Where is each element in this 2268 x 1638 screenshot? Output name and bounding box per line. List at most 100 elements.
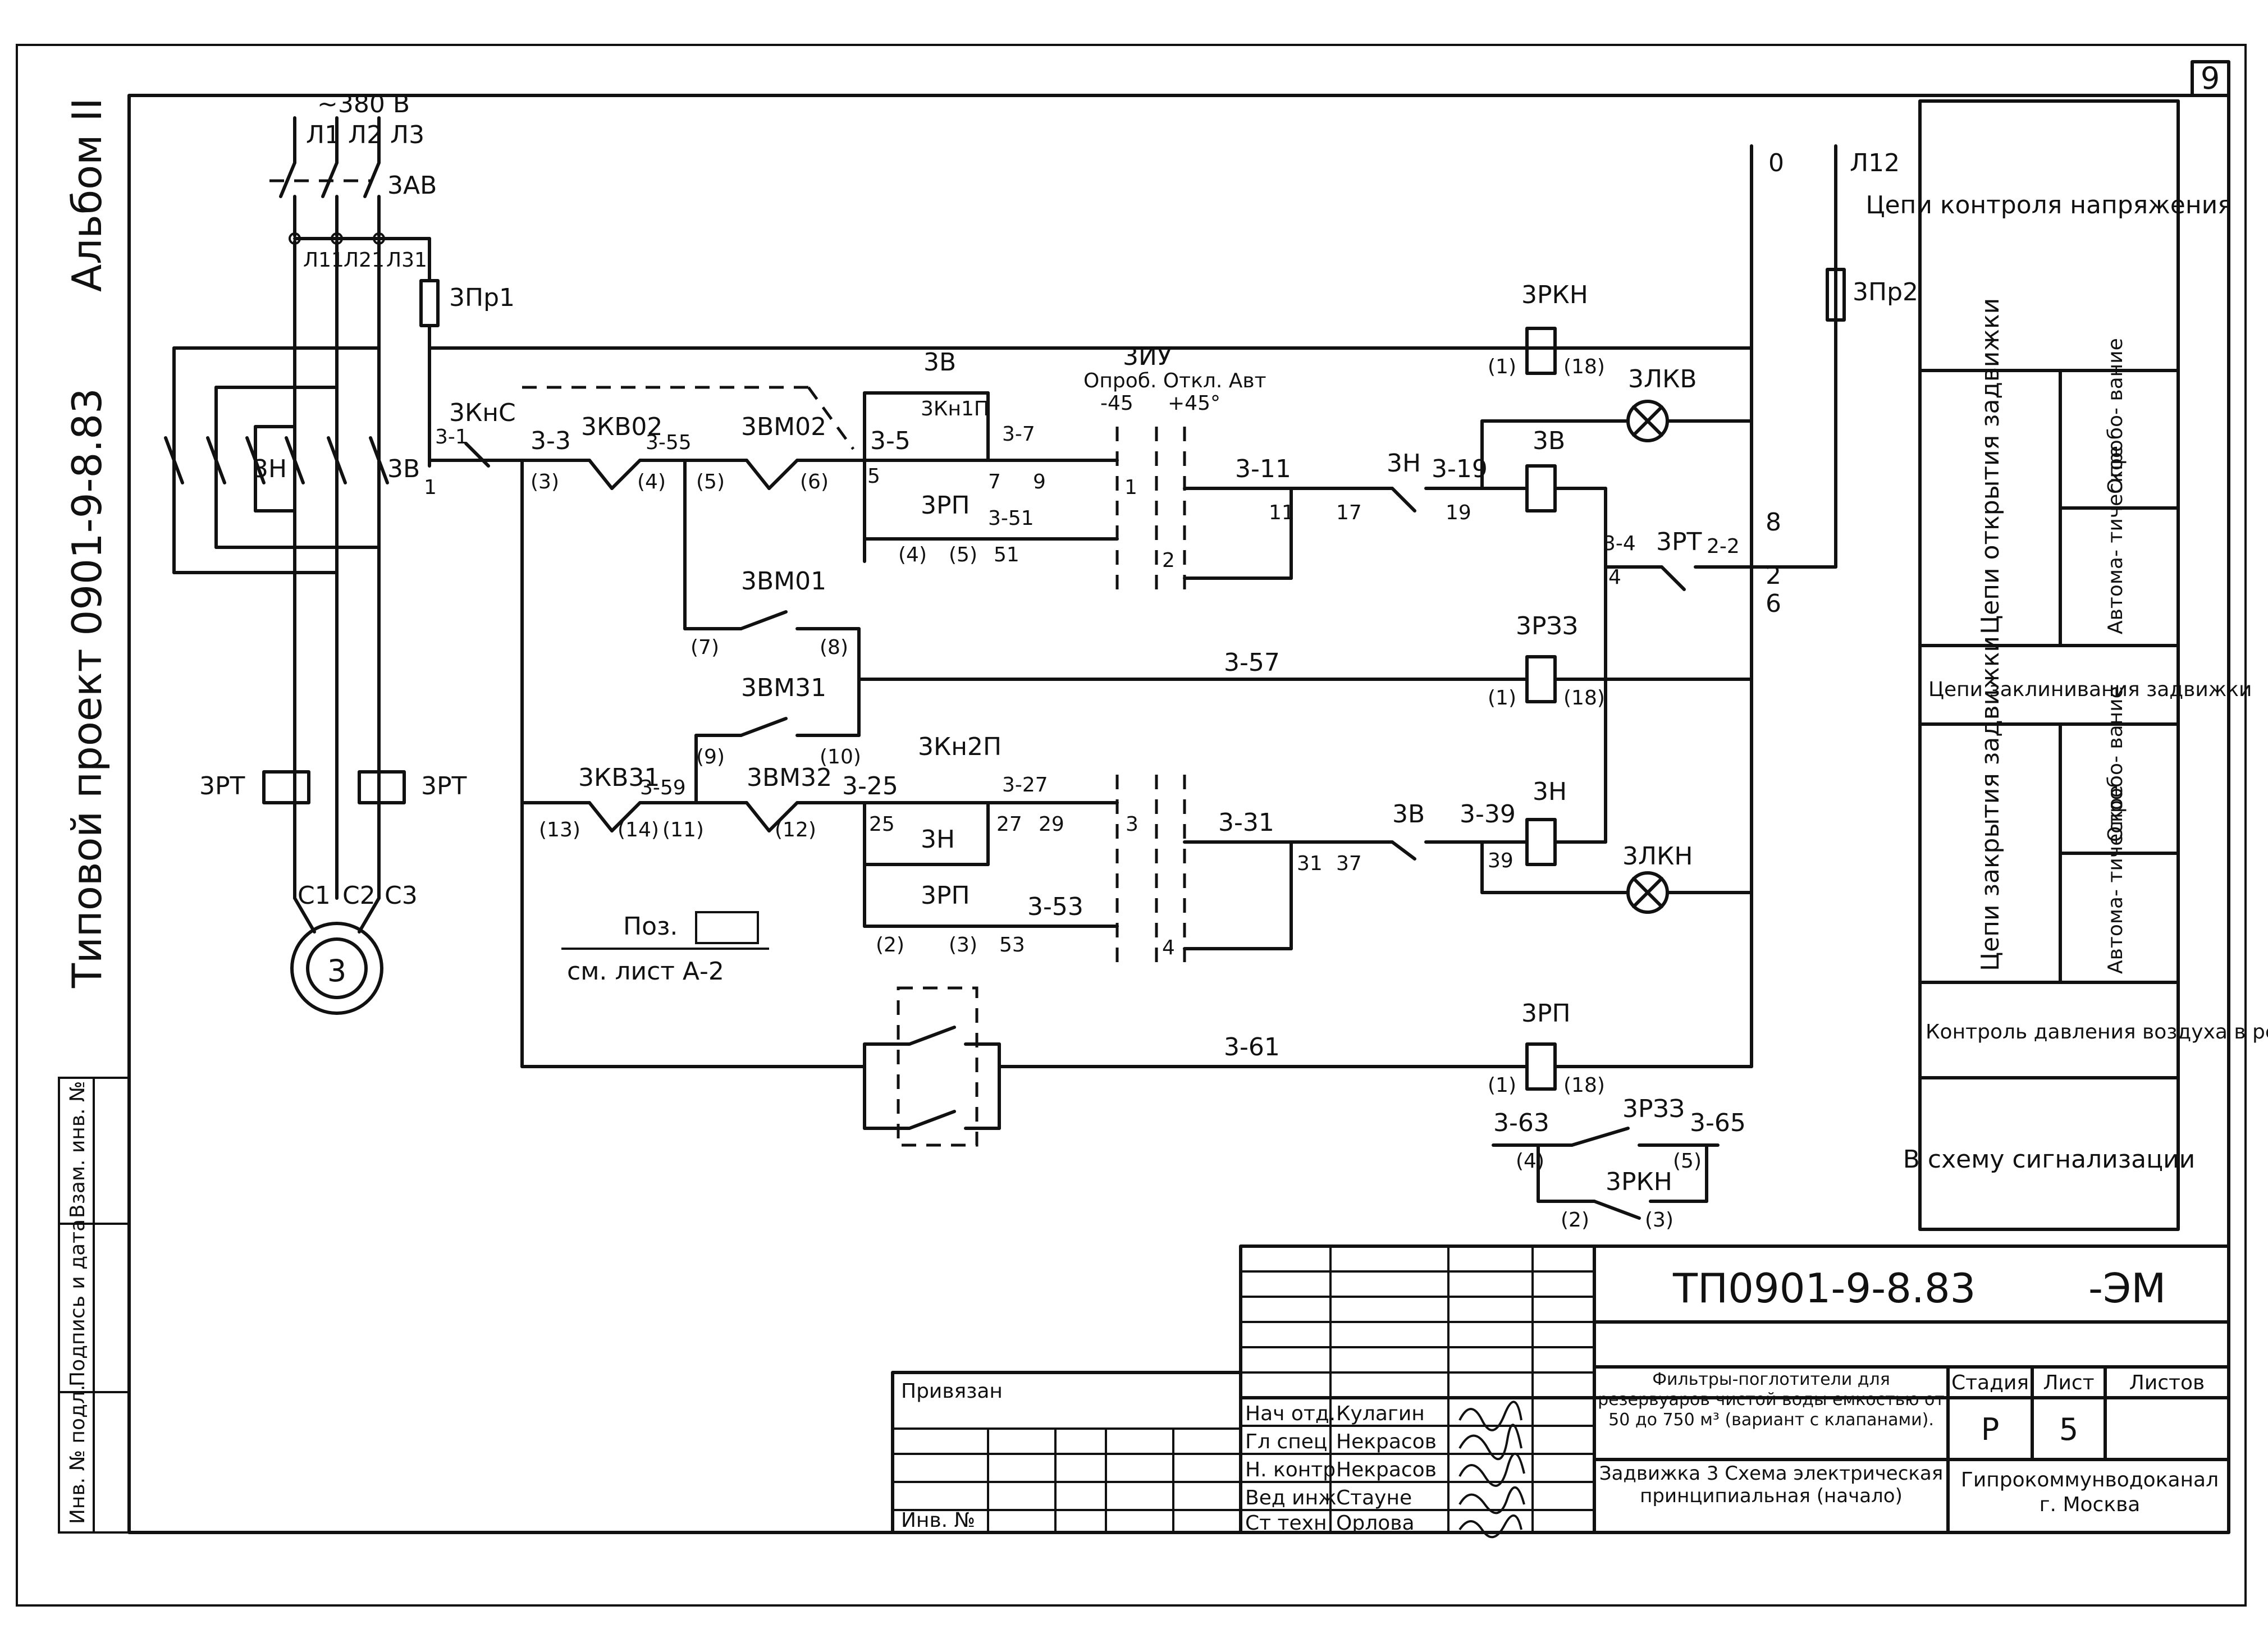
signature-1 — [1458, 1424, 1522, 1461]
node-11: 11 — [1269, 501, 1295, 524]
selector-pos-3: 3 — [1126, 813, 1138, 836]
lamp-3lkv: 3ЛКВ — [1628, 365, 1697, 394]
rkn-pin-1: (1) — [1488, 355, 1516, 378]
rzz-pin-1: (1) — [1488, 687, 1516, 710]
role-4: Ст техн — [1245, 1512, 1327, 1535]
node-3-25: 3-25 — [842, 772, 898, 800]
node-3-39: 3-39 — [1460, 800, 1516, 829]
bound-label: Привязан — [901, 1380, 1003, 1403]
node-1: 1 — [424, 476, 437, 499]
wire-3-61: 3-61 — [1224, 1033, 1280, 1062]
left-stamp: Инв. № подл. Подпись и дата Взам. инв. № — [58, 1077, 130, 1534]
node-p9: (9) — [696, 745, 725, 768]
node-3-4: 3-4 — [1603, 532, 1636, 555]
node-4: 4 — [1608, 566, 1621, 589]
lamp-3lkn: 3ЛКН — [1622, 842, 1693, 871]
page-number: 9 — [2201, 61, 2220, 96]
legend-test-close: Опробо- вание — [2104, 686, 2127, 842]
node-3-3: 3-3 — [531, 427, 571, 455]
contactor-3n: 3Н — [253, 455, 287, 483]
signature-2 — [1458, 1453, 1525, 1487]
node-p2: (2) — [876, 934, 904, 957]
contact-3rt: 3РТ — [1656, 528, 1702, 556]
inv-label: Инв. № — [901, 1509, 975, 1532]
selector-angle-right: +45° — [1168, 392, 1220, 415]
sheets-header: Листов — [2129, 1371, 2205, 1394]
legend-wedge: Цепи заклинивания задвижки — [1928, 678, 2252, 701]
drawing-frame — [127, 94, 2230, 1534]
signature-0 — [1458, 1401, 1522, 1431]
legend-pressure: Контроль давления воздуха в резервуаре — [1926, 1021, 2268, 1044]
contactor-3v: 3В — [387, 455, 420, 483]
node-p12: (12) — [775, 818, 816, 841]
rp-pin-1: (1) — [1488, 1074, 1516, 1097]
wire-3-57: 3-57 — [1224, 648, 1280, 677]
role-2: Н. контр — [1245, 1458, 1336, 1481]
bus-6: 6 — [1766, 589, 1781, 618]
contact-3rkn: 3РКН — [1606, 1168, 1672, 1196]
phase-l2: Л2 — [348, 121, 382, 149]
doc-suffix: -ЭМ — [2088, 1265, 2166, 1312]
contact-3n-close: 3Н — [921, 825, 955, 854]
role-0: Нач отд. — [1245, 1402, 1336, 1425]
page-number-box — [2191, 60, 2230, 97]
node-3-31: 3-31 — [1218, 808, 1274, 837]
selector-pos-2: 2 — [1162, 549, 1175, 572]
node-5: 5 — [867, 465, 880, 488]
node-p3c: (3) — [1645, 1209, 1673, 1232]
node-7: 7 — [988, 470, 1001, 493]
sheet-header: Лист — [2043, 1371, 2094, 1394]
node-p14: (14) — [618, 818, 659, 841]
fuse-3pr2: 3Пр2 — [1853, 278, 1918, 306]
role-1: Гл спец. — [1245, 1430, 1334, 1453]
node-3-53: 3-53 — [1027, 893, 1083, 921]
selector-angle-left: -45 — [1100, 392, 1133, 415]
node-25: 25 — [869, 813, 895, 836]
node-19: 19 — [1446, 501, 1471, 524]
contact-3vm32: 3ВМ32 — [747, 763, 832, 792]
thermal-relay-right: 3РТ — [421, 772, 467, 800]
node-29: 29 — [1039, 813, 1064, 836]
node-27: 27 — [996, 813, 1022, 836]
contact-3rzz: 3РЗЗ — [1622, 1095, 1685, 1123]
motor-term-c3: С3 — [385, 881, 418, 910]
legend-column: Цепи контроля напряжения Цепи открытия з… — [1865, 99, 2268, 1231]
node-9: 9 — [1033, 470, 1046, 493]
organization: Гипрокоммунводоканал г. Москва — [1960, 1468, 2219, 1516]
node-p5c: (5) — [1673, 1150, 1702, 1173]
node-31: 31 — [1297, 852, 1323, 875]
node-p3: (3) — [531, 470, 559, 493]
node-p4b: (4) — [898, 543, 927, 566]
legend-closing: Цепи закрытия задвижки — [1976, 636, 2005, 971]
bus-8: 8 — [1766, 508, 1781, 537]
node-p7: (7) — [691, 636, 719, 659]
doc-title: Задвижка 3 Схема электрическая принципиа… — [1599, 1462, 1944, 1507]
node-3-11: 3-11 — [1235, 455, 1291, 483]
selector-3iu: 3ИУ — [1123, 342, 1172, 371]
selector-modes: Опроб. Откл. Авт — [1083, 369, 1266, 392]
supply-voltage: ~380 В — [317, 90, 410, 118]
contact-3n: 3Н — [1387, 449, 1421, 478]
contact-3rp-open: 3РП — [921, 491, 970, 520]
node-3-1: 3-1 — [435, 425, 468, 449]
selector-pos-4: 4 — [1162, 936, 1175, 959]
bus-l12: Л12 — [1850, 149, 1900, 177]
node-53: 53 — [999, 934, 1025, 957]
stamp-vzam-inv: Взам. инв. № — [66, 1081, 89, 1218]
node-3-19: 3-19 — [1432, 455, 1488, 483]
contact-3vm31: 3ВМ31 — [741, 674, 826, 702]
rp-pin-18: (18) — [1563, 1074, 1605, 1097]
node-p11: (11) — [662, 818, 704, 841]
coil-3rkn: 3РКН — [1521, 281, 1588, 309]
bus-2: 2 — [1766, 561, 1781, 590]
control-circuit: 0 Л12 3Пр2 8 2 6 3РКН (1) (18) 3-1 1 3Кн… — [424, 144, 1918, 1232]
doc-description: Фильтры-поглотители для резервуаров чист… — [1598, 1370, 1945, 1430]
node-51: 51 — [994, 543, 1019, 566]
button-3kn2p: 3Кн2П — [918, 733, 1002, 761]
node-3-51: 3-51 — [988, 507, 1034, 530]
node-p3b: (3) — [949, 934, 977, 957]
name-3: Стауне — [1336, 1486, 1412, 1509]
contact-3rp-close: 3РП — [921, 881, 970, 910]
rzz-pin-18: (18) — [1563, 687, 1605, 710]
